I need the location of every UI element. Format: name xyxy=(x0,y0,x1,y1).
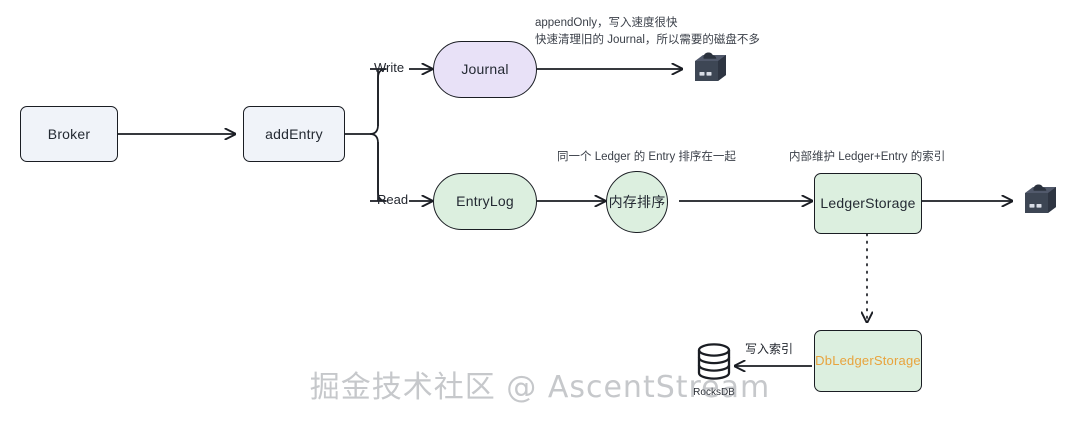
node-add-entry[interactable]: addEntry xyxy=(243,106,345,162)
node-ledger-storage[interactable]: LedgerStorage xyxy=(814,173,922,234)
node-memory-sort-label: 内存排序 xyxy=(608,193,666,210)
edge-label-write-index: 写入索引 xyxy=(745,342,794,356)
node-journal[interactable]: Journal xyxy=(433,41,537,98)
edge-label-write: Write xyxy=(374,60,405,75)
node-entry-log-label: EntryLog xyxy=(456,193,514,210)
database-cylinder-icon xyxy=(692,340,736,384)
node-ledger-storage-label: LedgerStorage xyxy=(820,195,916,212)
annotation-journal-line2: 快速清理旧的 Journal，所以需要的磁盘不多 xyxy=(535,34,760,46)
node-broker[interactable]: Broker xyxy=(20,106,118,162)
node-memory-sort[interactable]: 内存排序 xyxy=(606,171,668,233)
disk-icon xyxy=(689,51,729,87)
annotation-journal-line1: appendOnly，写入速度很快 xyxy=(535,17,678,29)
edge-label-read: Read xyxy=(377,192,409,207)
disk-icon xyxy=(1019,183,1059,219)
node-journal-label: Journal xyxy=(461,61,509,78)
node-entry-log[interactable]: EntryLog xyxy=(433,173,537,230)
rocksdb-caption: RocksDB xyxy=(693,387,735,398)
node-broker-label: Broker xyxy=(47,125,91,142)
annotation-entry-sort: 同一个 Ledger 的 Entry 排序在一起 xyxy=(557,151,736,163)
node-add-entry-label: addEntry xyxy=(265,125,323,142)
node-db-ledger-storage[interactable]: DbLedgerStorage xyxy=(814,330,922,392)
node-db-ledger-storage-label: DbLedgerStorage xyxy=(815,353,921,369)
annotation-ledger-index: 内部维护 Ledger+Entry 的索引 xyxy=(789,151,946,163)
